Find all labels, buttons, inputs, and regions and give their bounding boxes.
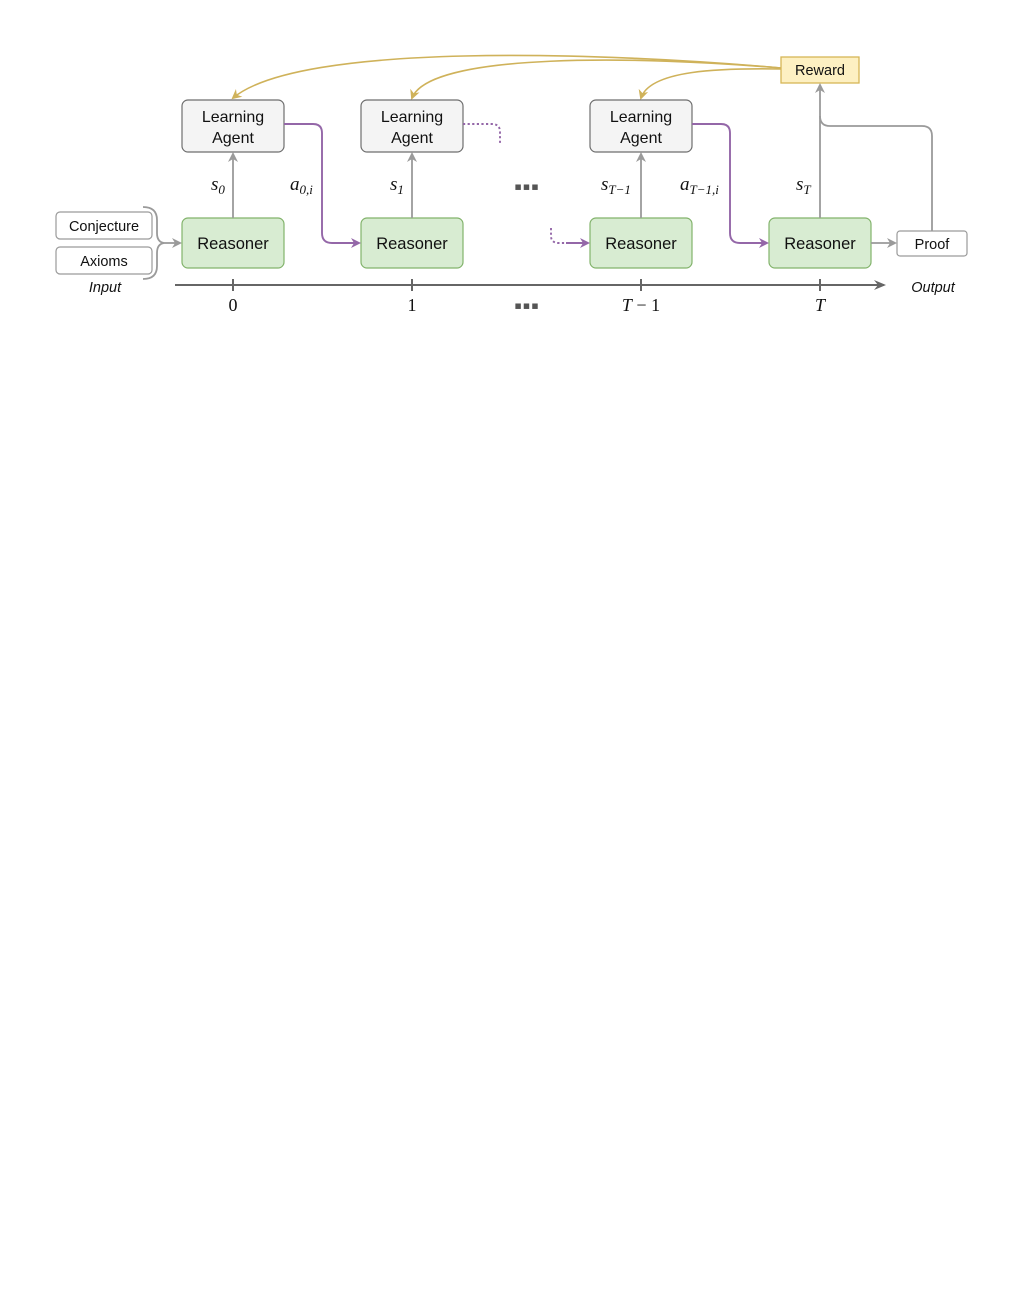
action-arrow-T1 [692,123,769,248]
reward-node: Reward [780,56,860,84]
conjecture-box [55,211,153,240]
reasoner-T: Reasoner [768,217,872,269]
ellipsis-timeline: ▪▪▪ [514,299,539,312]
learning-agent-1-line1: Learning [381,109,443,126]
learning-agent-0: Learning Agent [181,99,285,153]
learning-agent-1-line2: Agent [391,130,433,147]
timeline-label-0: 0 [229,295,238,315]
state-labels: s0 s1 sT−1 sT [211,174,811,197]
action-label-a0: a0,i [290,174,313,197]
learning-agent-T1: Learning Agent [589,99,693,153]
state-label-sT1: sT−1 [601,174,631,197]
learning-agent-0-line1: Learning [202,109,264,126]
reasoner-1: Reasoner [360,217,464,269]
input-group: Conjecture Axioms Input [55,206,182,296]
reward-label: Reward [795,63,845,79]
reasoner-0-label: Reasoner [197,235,269,253]
timeline-label-T1: T − 1 [622,295,660,315]
conjecture-label: Conjecture [69,219,139,235]
reward-box [780,56,860,84]
reward-feedback-arrows [231,54,782,100]
output-label: Output [911,280,955,296]
learning-agent-0-line2: Agent [212,130,254,147]
action-arrow-0 [284,123,361,248]
reasoner-T-label: Reasoner [784,235,856,253]
timeline-label-1: 1 [408,295,417,315]
reasoner-1-label: Reasoner [376,235,448,253]
action-arrow-1-dotted [463,123,501,145]
learning-agent-T1-line2: Agent [620,130,662,147]
axioms-box [55,246,153,275]
state-label-sT: sT [796,174,811,197]
state-arrows [228,83,933,248]
reward-arrow-agent-T1 [638,68,782,100]
proof-label: Proof [915,237,951,253]
output-group: Proof Output [896,230,968,296]
input-label: Input [89,280,122,296]
timeline: 0 1 T − 1 T [175,279,886,315]
axioms-label: Axioms [80,254,128,270]
action-arrows [284,123,769,248]
ellipsis-middle: ▪▪▪ [514,180,539,193]
reasoner-0: Reasoner [181,217,285,269]
reasoner-T1-label: Reasoner [605,235,677,253]
timeline-label-T: T [815,295,827,315]
action-arrow-incoming-dotted [550,228,566,244]
reward-arrow-agent-1 [410,59,782,100]
learning-agent-1: Learning Agent [360,99,464,153]
reasoner-T1: Reasoner [589,217,693,269]
action-label-aT1: aT−1,i [680,174,719,197]
learning-agent-T1-line1: Learning [610,109,672,126]
state-label-s0: s0 [211,174,225,197]
state-label-s1: s1 [390,174,404,197]
action-labels: a0,i aT−1,i [290,174,719,197]
proof-to-reward-path [819,115,933,231]
